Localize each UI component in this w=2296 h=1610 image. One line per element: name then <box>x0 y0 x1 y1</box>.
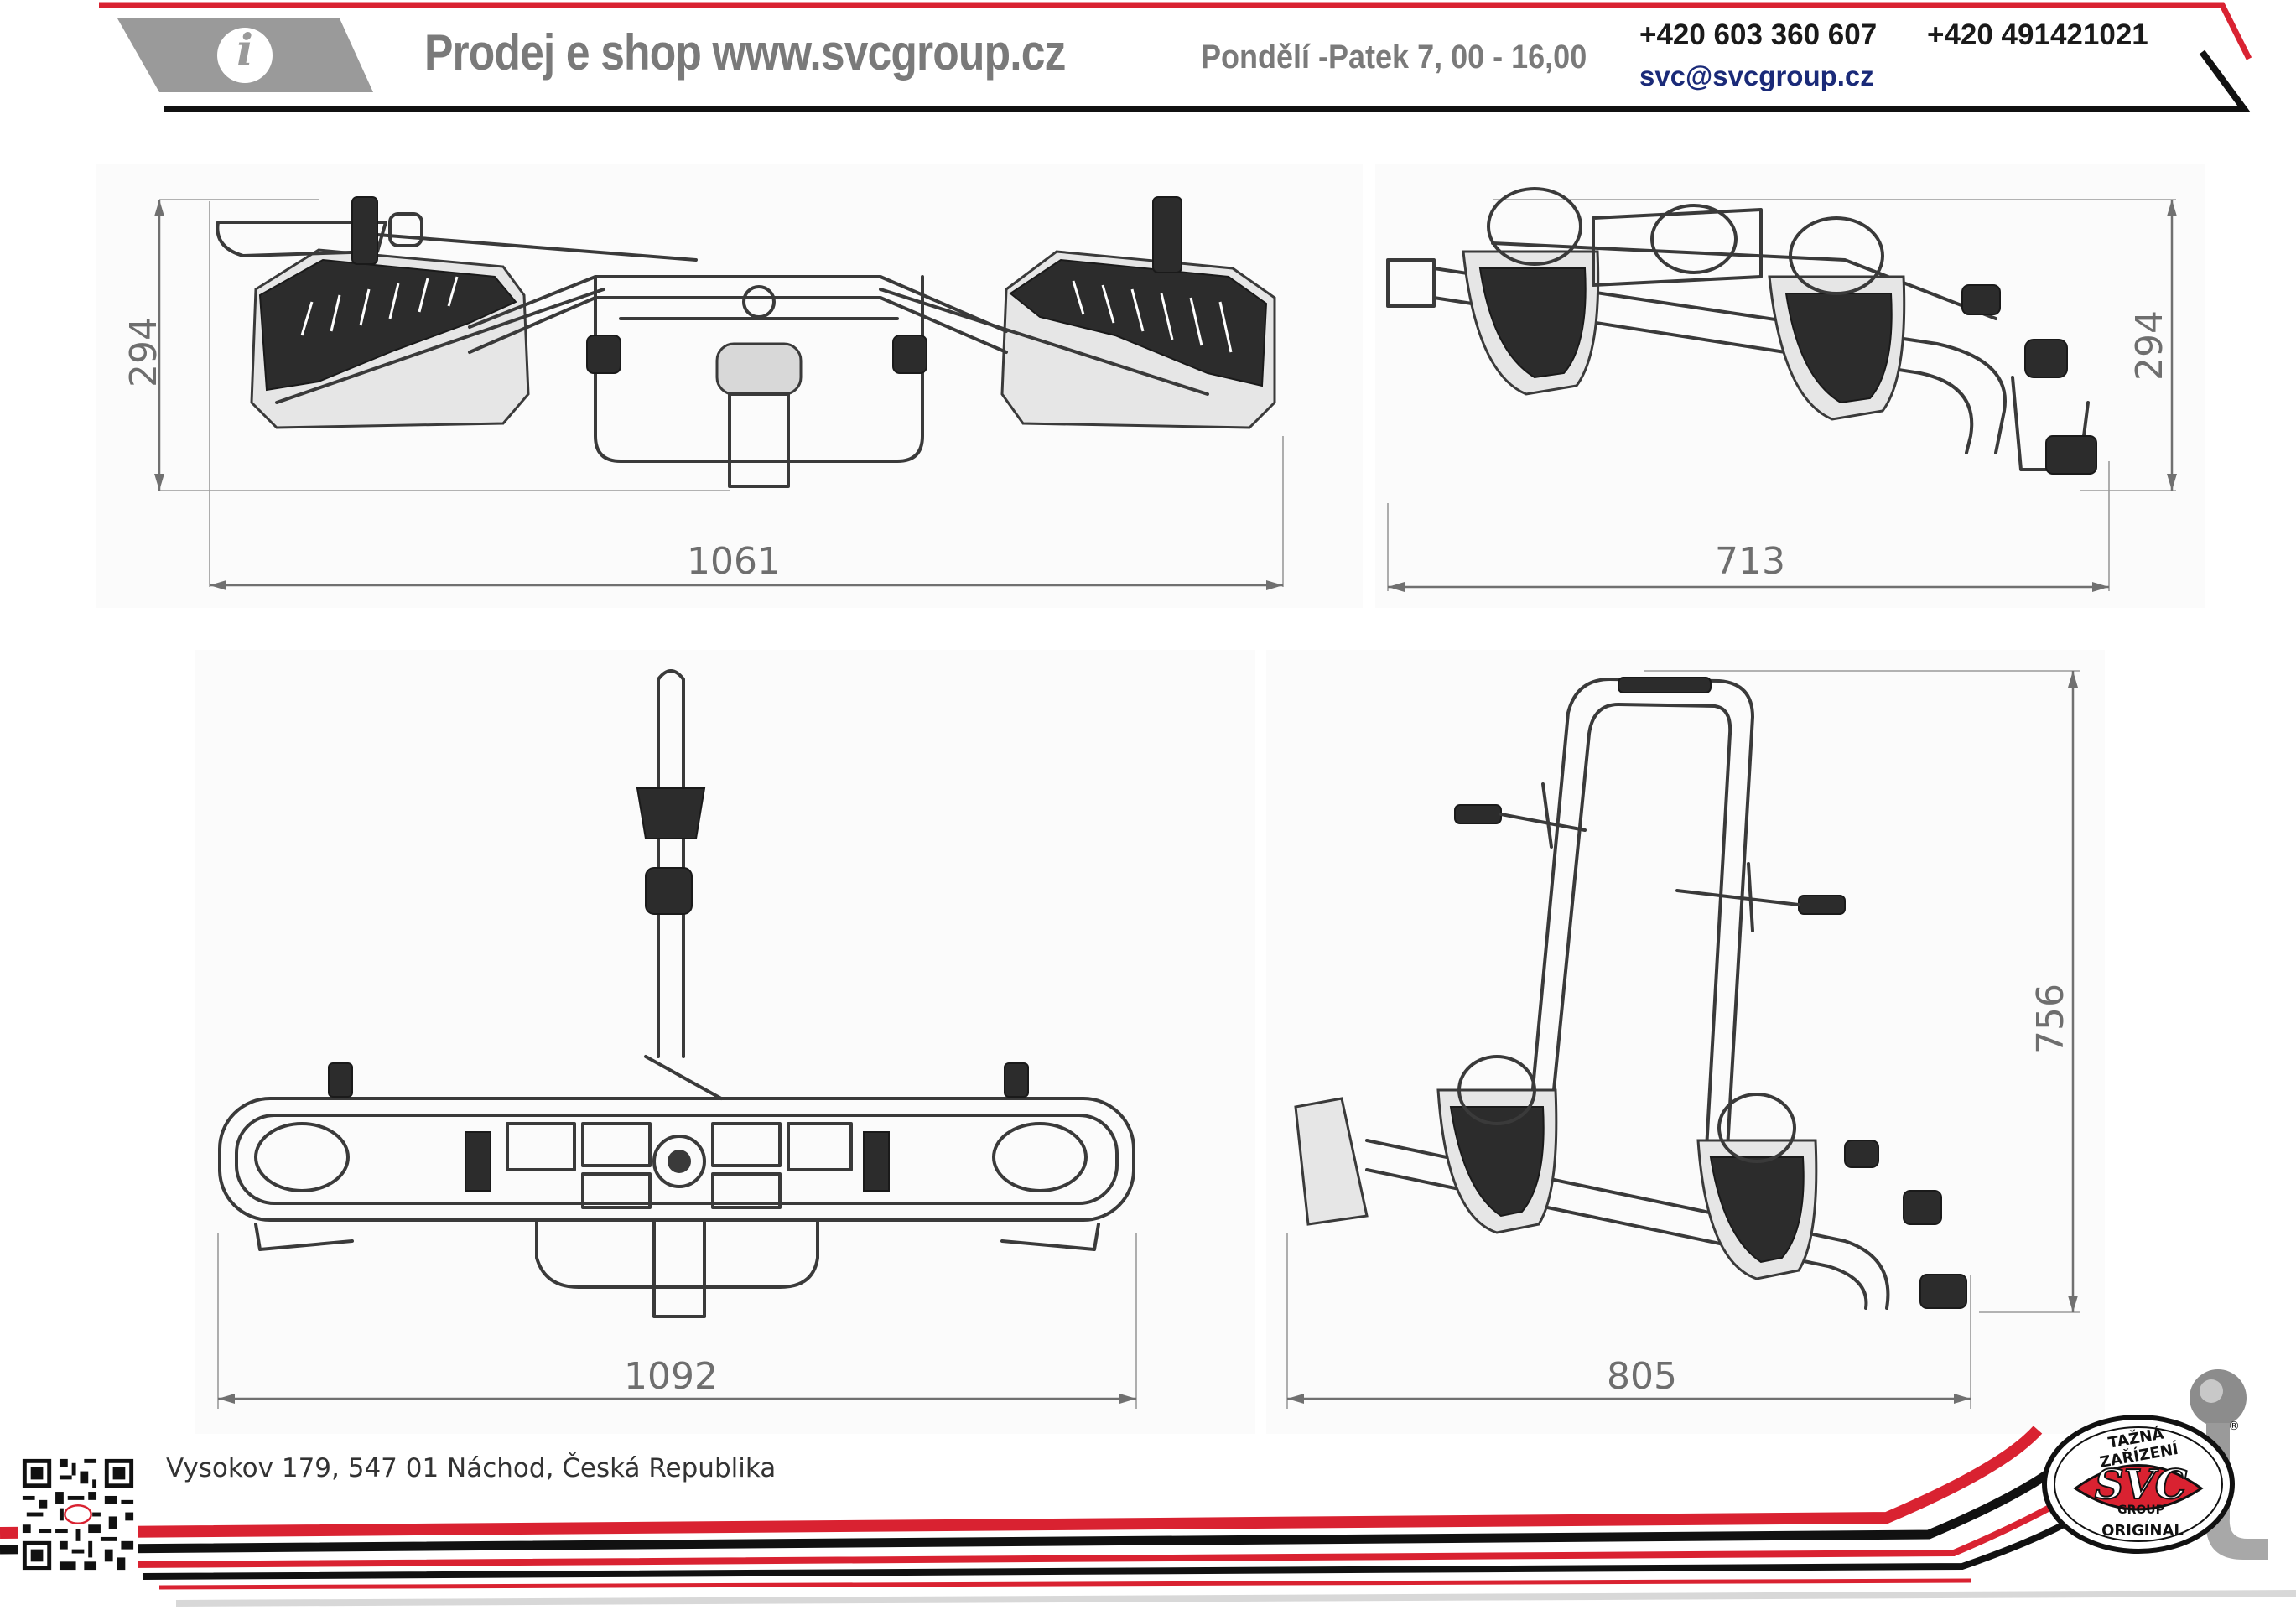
info-icon <box>217 28 273 83</box>
view-side-open <box>1286 670 2080 1409</box>
view-side-folded <box>1386 187 2177 592</box>
logo-registered: ® <box>2228 1420 2240 1433</box>
company-address: Vysokov 179, 547 01 Náchod, Česká Republ… <box>166 1453 777 1483</box>
dim-top-width: 1061 <box>687 540 781 583</box>
phone-2[interactable]: +420 491421021 <box>1927 18 2148 51</box>
svc-logo: TAŽNÁ ZAŘÍZENÍ SVC GROUP ORIGINAL ® <box>2017 1363 2285 1581</box>
qr-code-icon <box>18 1455 138 1574</box>
drawing-panel-rear <box>195 650 1255 1434</box>
dim-side-width: 713 <box>1715 540 1785 583</box>
dim-rear-width: 1092 <box>624 1355 718 1398</box>
opening-hours: Pondělí -Patek 7, 00 - 16,00 <box>1201 39 1587 75</box>
info-icon-glyph: i <box>236 25 253 76</box>
view-rear <box>217 669 1137 1409</box>
dim-open-height: 756 <box>2029 984 2072 1054</box>
header-banner <box>99 2 2252 112</box>
dim-open-width: 805 <box>1607 1355 1677 1398</box>
view-top <box>154 196 1284 590</box>
phone-1[interactable]: +420 603 360 607 <box>1639 18 1878 51</box>
dim-top-height: 294 <box>122 317 165 387</box>
email-link[interactable]: svc@svcgroup.cz <box>1639 60 1874 91</box>
logo-bottom-text: ORIGINAL <box>2101 1522 2184 1540</box>
header-title: Prodej e shop www.svcgroup.cz <box>424 24 1066 80</box>
logo-brand: SVC <box>2094 1461 2188 1509</box>
logo-group: GROUP <box>2117 1504 2164 1517</box>
dim-side-height: 294 <box>2128 310 2171 381</box>
